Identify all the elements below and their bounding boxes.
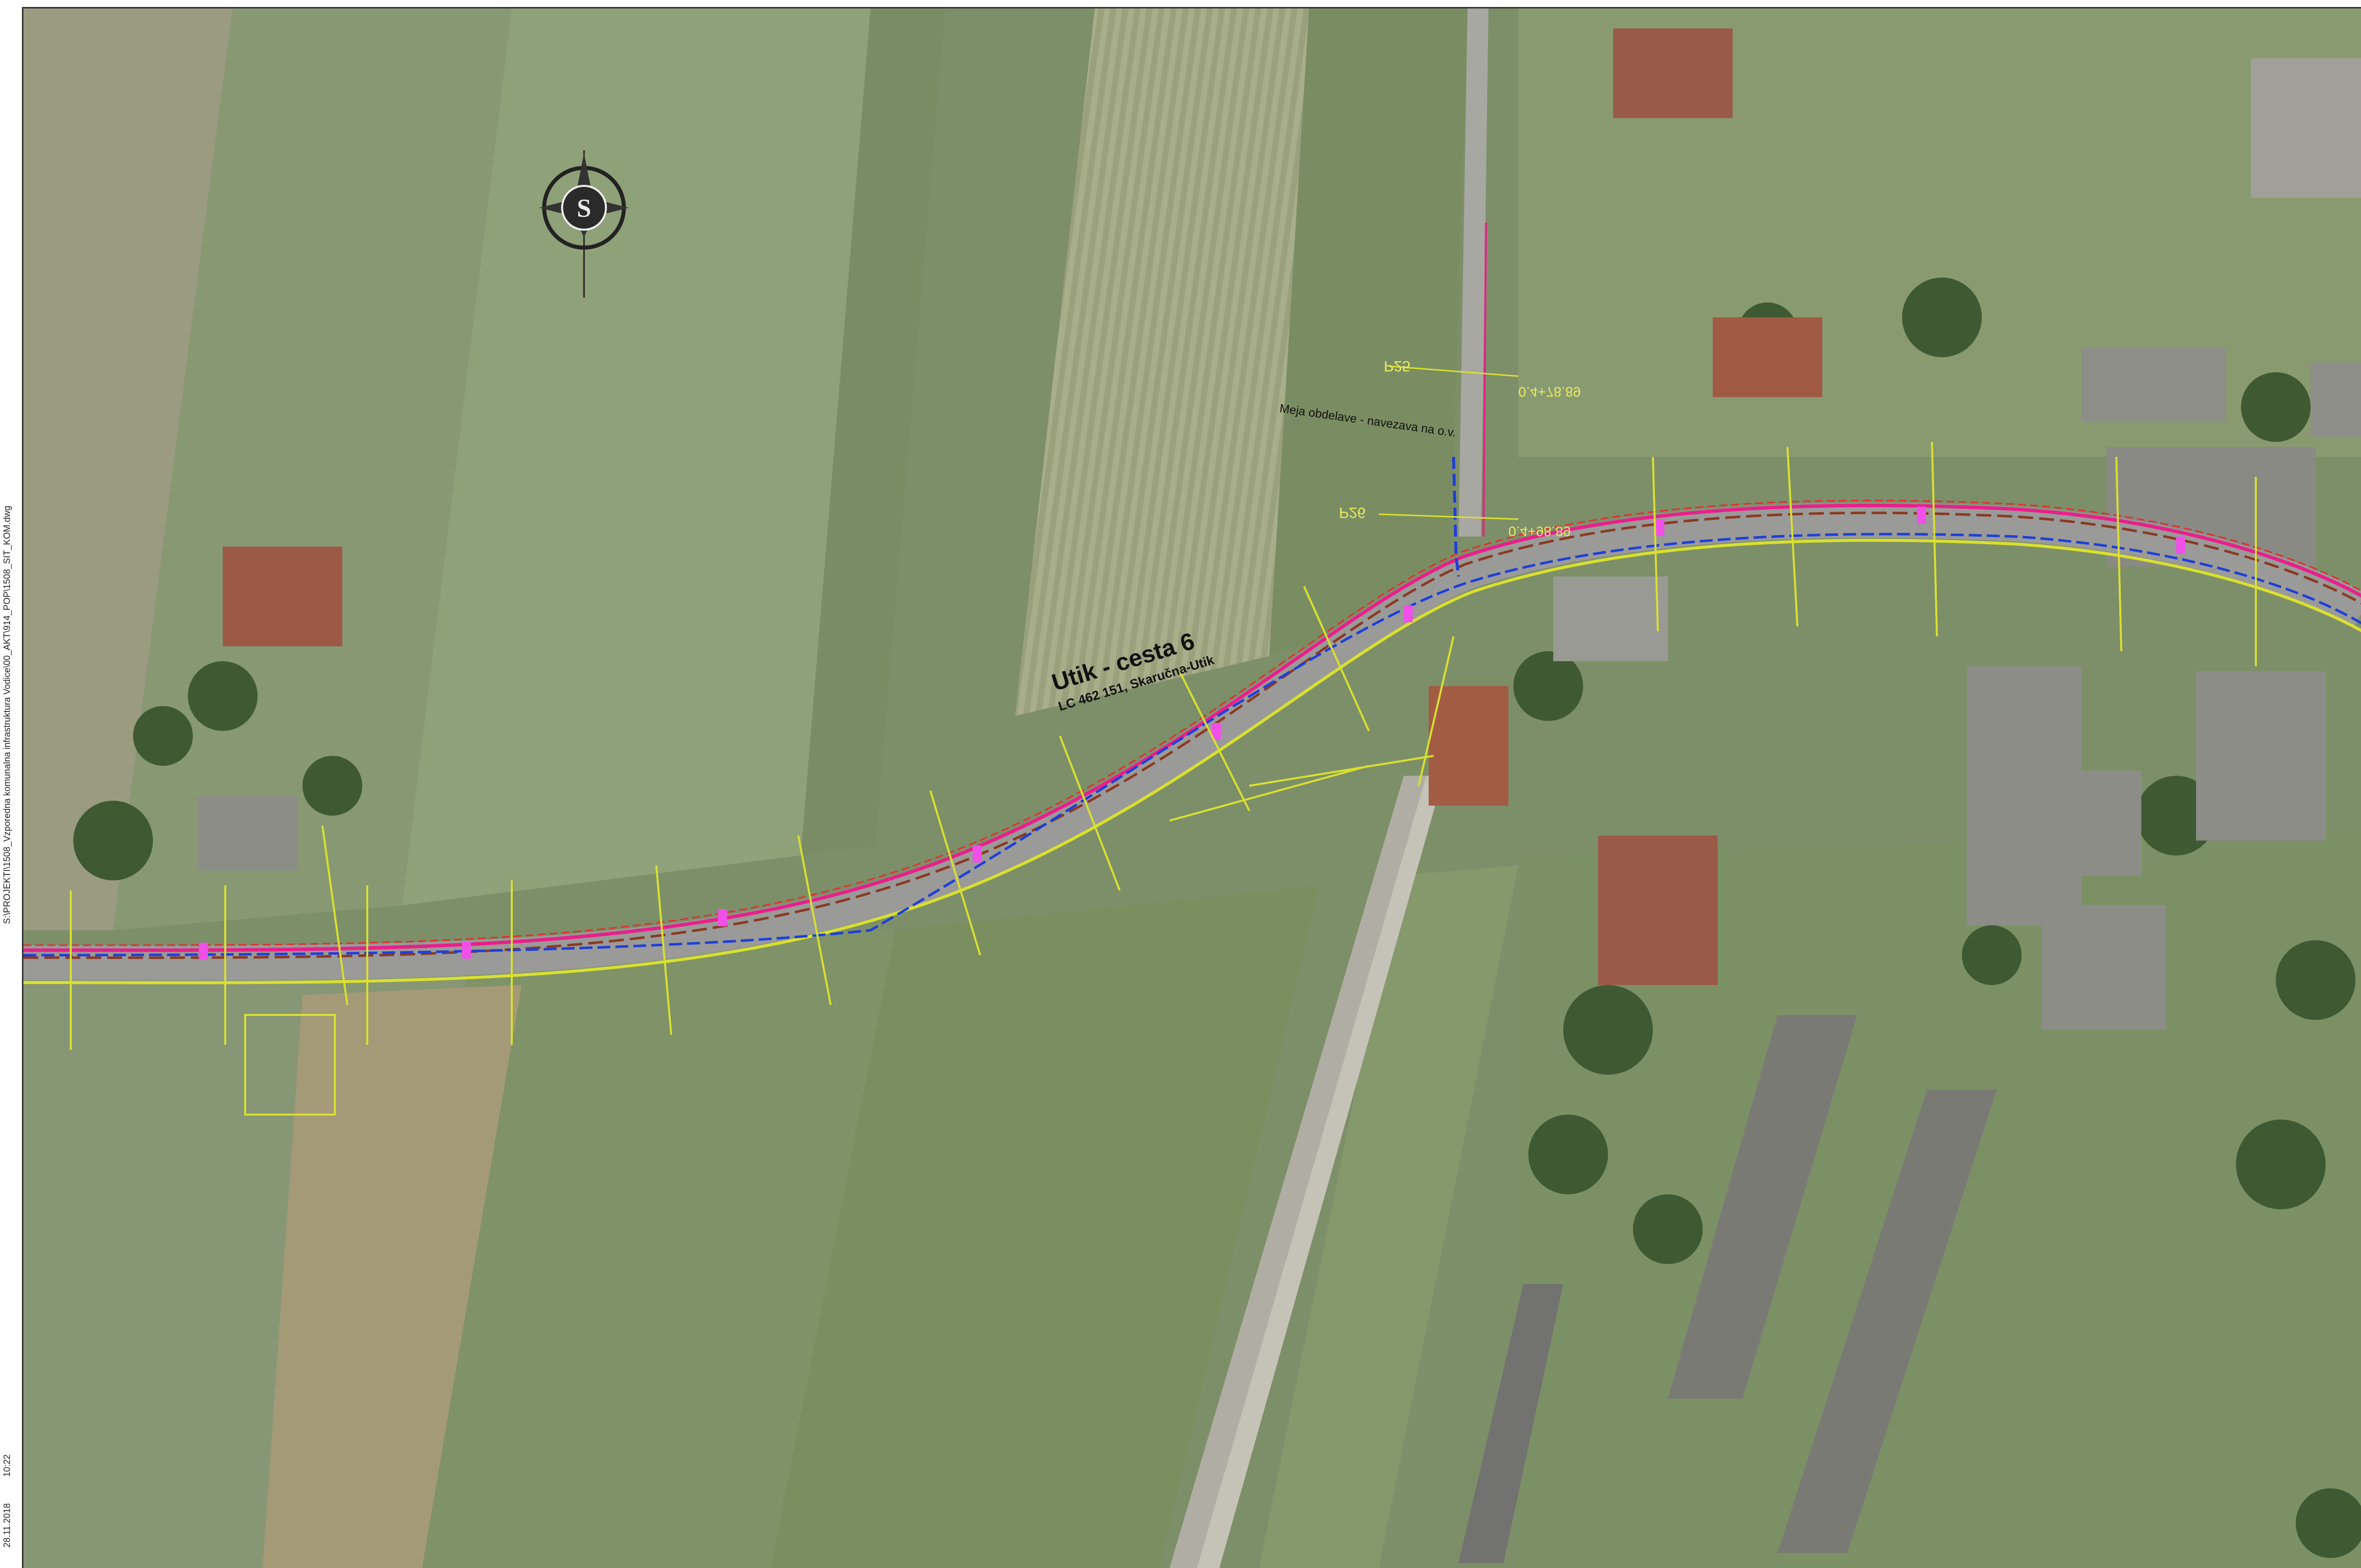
joint-marker	[1917, 507, 1926, 524]
tree	[1902, 278, 1982, 357]
side-roads	[1170, 8, 1488, 1568]
tree	[2296, 1488, 2361, 1558]
plot-time-label: 10:22	[2, 1454, 12, 1477]
tree	[302, 756, 362, 816]
junction-detail	[244, 1014, 336, 1116]
section-tick	[2115, 456, 2122, 652]
profile-label-p25: P25	[1384, 358, 1410, 374]
building-roof	[1598, 836, 1718, 985]
joint-marker	[973, 846, 982, 862]
field-strip	[1269, 8, 1469, 656]
tree	[133, 706, 193, 766]
section-tick	[797, 835, 832, 1005]
section-tick	[1179, 671, 1250, 811]
aerial-plan-svg: S Utik - cesta 6 LC 462 151, Skaručna-Ut…	[23, 8, 2361, 1568]
tree	[1528, 1115, 1608, 1194]
joint-marker	[718, 909, 727, 926]
tree	[1513, 651, 1583, 721]
sheet-margin-info: S:\PROJEKTI\1508_Vzporedna komunalna inf…	[2, 7, 20, 1562]
buildings	[198, 28, 2361, 1563]
field-strip	[263, 985, 522, 1568]
section-tick	[1059, 735, 1121, 891]
tree	[188, 661, 258, 731]
building-roof	[2311, 362, 2361, 437]
compass-letter: S	[577, 194, 591, 223]
section-tick	[929, 790, 981, 956]
building-roof	[1429, 686, 1508, 806]
junction-details	[244, 636, 1455, 1116]
yellow-road-edge-line	[23, 539, 2361, 985]
chainage-label-2: 0.4+98.89	[1508, 524, 1571, 539]
tree	[1633, 1194, 1703, 1264]
chainage-label-1: 0.4+78.89	[1518, 384, 1581, 400]
building-roof	[2081, 347, 2226, 422]
section-tick	[655, 865, 672, 1035]
compass-center	[561, 185, 607, 231]
joint-marker	[1404, 605, 1413, 622]
tree	[1962, 925, 2022, 985]
joint-marker	[199, 943, 208, 960]
profile-lines	[1378, 365, 1519, 520]
building-roof	[223, 547, 342, 646]
magenta-utility-line	[23, 503, 2361, 952]
building-roof	[2081, 771, 2141, 875]
building-roof	[1553, 576, 1668, 661]
building-roof	[2196, 671, 2326, 841]
junction-detail-line	[1169, 765, 1369, 822]
building-roof	[198, 796, 297, 870]
tree	[1563, 985, 1653, 1075]
compass-rose: S	[539, 150, 629, 297]
file-path-label: S:\PROJEKTI\1508_Vzporedna komunalna inf…	[2, 505, 12, 924]
building-roof	[2042, 905, 2166, 1030]
magenta-connection-line	[1482, 222, 1487, 537]
blue-utility-line	[23, 533, 2361, 957]
long-barn	[1459, 1284, 1563, 1563]
field-strip	[801, 8, 945, 855]
map-viewport[interactable]: S Utik - cesta 6 LC 462 151, Skaručna-Ut…	[22, 7, 2361, 1568]
track-edge	[1197, 776, 1444, 1568]
building-roof	[1613, 28, 1733, 118]
joint-marker	[462, 942, 471, 959]
cross-section-ticks	[70, 441, 2257, 1050]
profile-label-p26: P26	[1339, 504, 1365, 521]
utility-lines	[23, 222, 2361, 985]
brown-utility-line	[23, 511, 2361, 959]
joint-markers	[199, 507, 2185, 960]
tree	[73, 801, 153, 880]
field-strip	[1259, 865, 1518, 1568]
southwest-track	[1170, 776, 1426, 1568]
blue-connection-line	[1452, 456, 1460, 577]
joint-marker	[1655, 519, 1664, 536]
section-tick	[1786, 446, 1798, 627]
field-strip	[1015, 8, 1309, 716]
profile-line-p26	[1378, 513, 1519, 520]
field-strip	[23, 8, 233, 930]
section-tick	[1303, 586, 1370, 731]
building-roof	[1713, 317, 1822, 397]
profile-line-p25	[1388, 365, 1519, 377]
junction-detail-line	[321, 825, 348, 1005]
field-strip	[402, 8, 871, 905]
junction-detail-line	[1249, 755, 1434, 787]
red-utility-line	[23, 499, 2361, 946]
junction-detail-line	[1418, 636, 1455, 786]
section-tick	[1652, 456, 1659, 632]
joint-marker	[1212, 723, 1221, 740]
tree	[2241, 372, 2311, 442]
long-barn	[1777, 1090, 1997, 1553]
north-access-road	[1459, 8, 1488, 537]
field-strip	[771, 885, 1319, 1568]
tree	[2276, 940, 2356, 1020]
joint-marker	[2176, 537, 2185, 554]
tree	[2236, 1120, 2326, 1209]
section-tick	[1931, 441, 1938, 637]
building-roof	[1967, 666, 2081, 925]
building-roof	[2251, 58, 2361, 198]
plot-date-label: 28.11.2018	[2, 1503, 12, 1548]
long-barn	[1668, 1015, 1857, 1399]
